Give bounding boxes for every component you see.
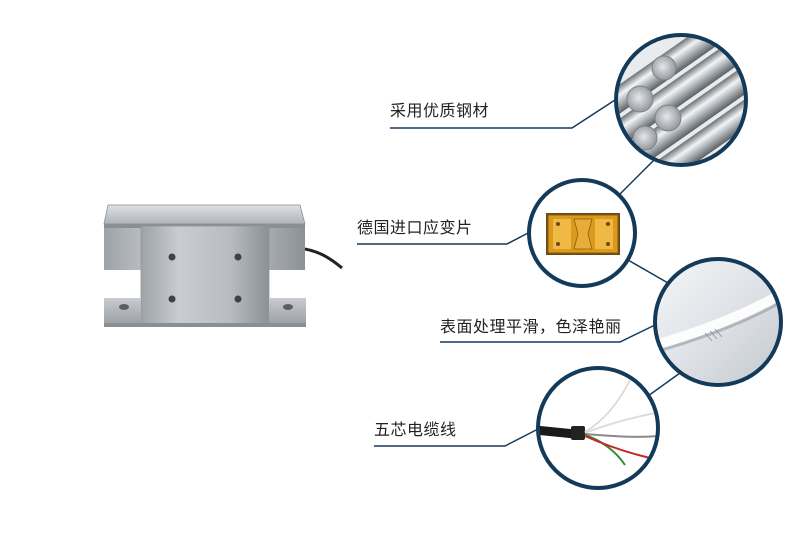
connector-line-surface [440,324,656,343]
feature-label-cable: 五芯电缆线 [374,420,457,439]
steel-bars-icon [614,33,748,167]
feature-label-steel: 采用优质钢材 [390,101,490,120]
connector-circle-1-2 [619,159,655,195]
feature-label-strain-gauge: 德国进口应变片 [357,218,473,237]
load-cell-product-image [103,204,343,327]
connector-line-gauge [357,231,531,245]
polished-surface-icon [653,257,783,387]
strain-gauge-icon [527,178,637,288]
connector-circle-3-4 [647,372,681,397]
connector-line-cable [374,427,541,447]
five-core-cable-icon [536,366,660,490]
connector-line-steel [390,99,616,129]
feature-label-surface: 表面处理平滑，色泽艳丽 [440,317,622,336]
connector-lines [357,99,681,447]
connector-circle-2-3 [627,259,669,284]
